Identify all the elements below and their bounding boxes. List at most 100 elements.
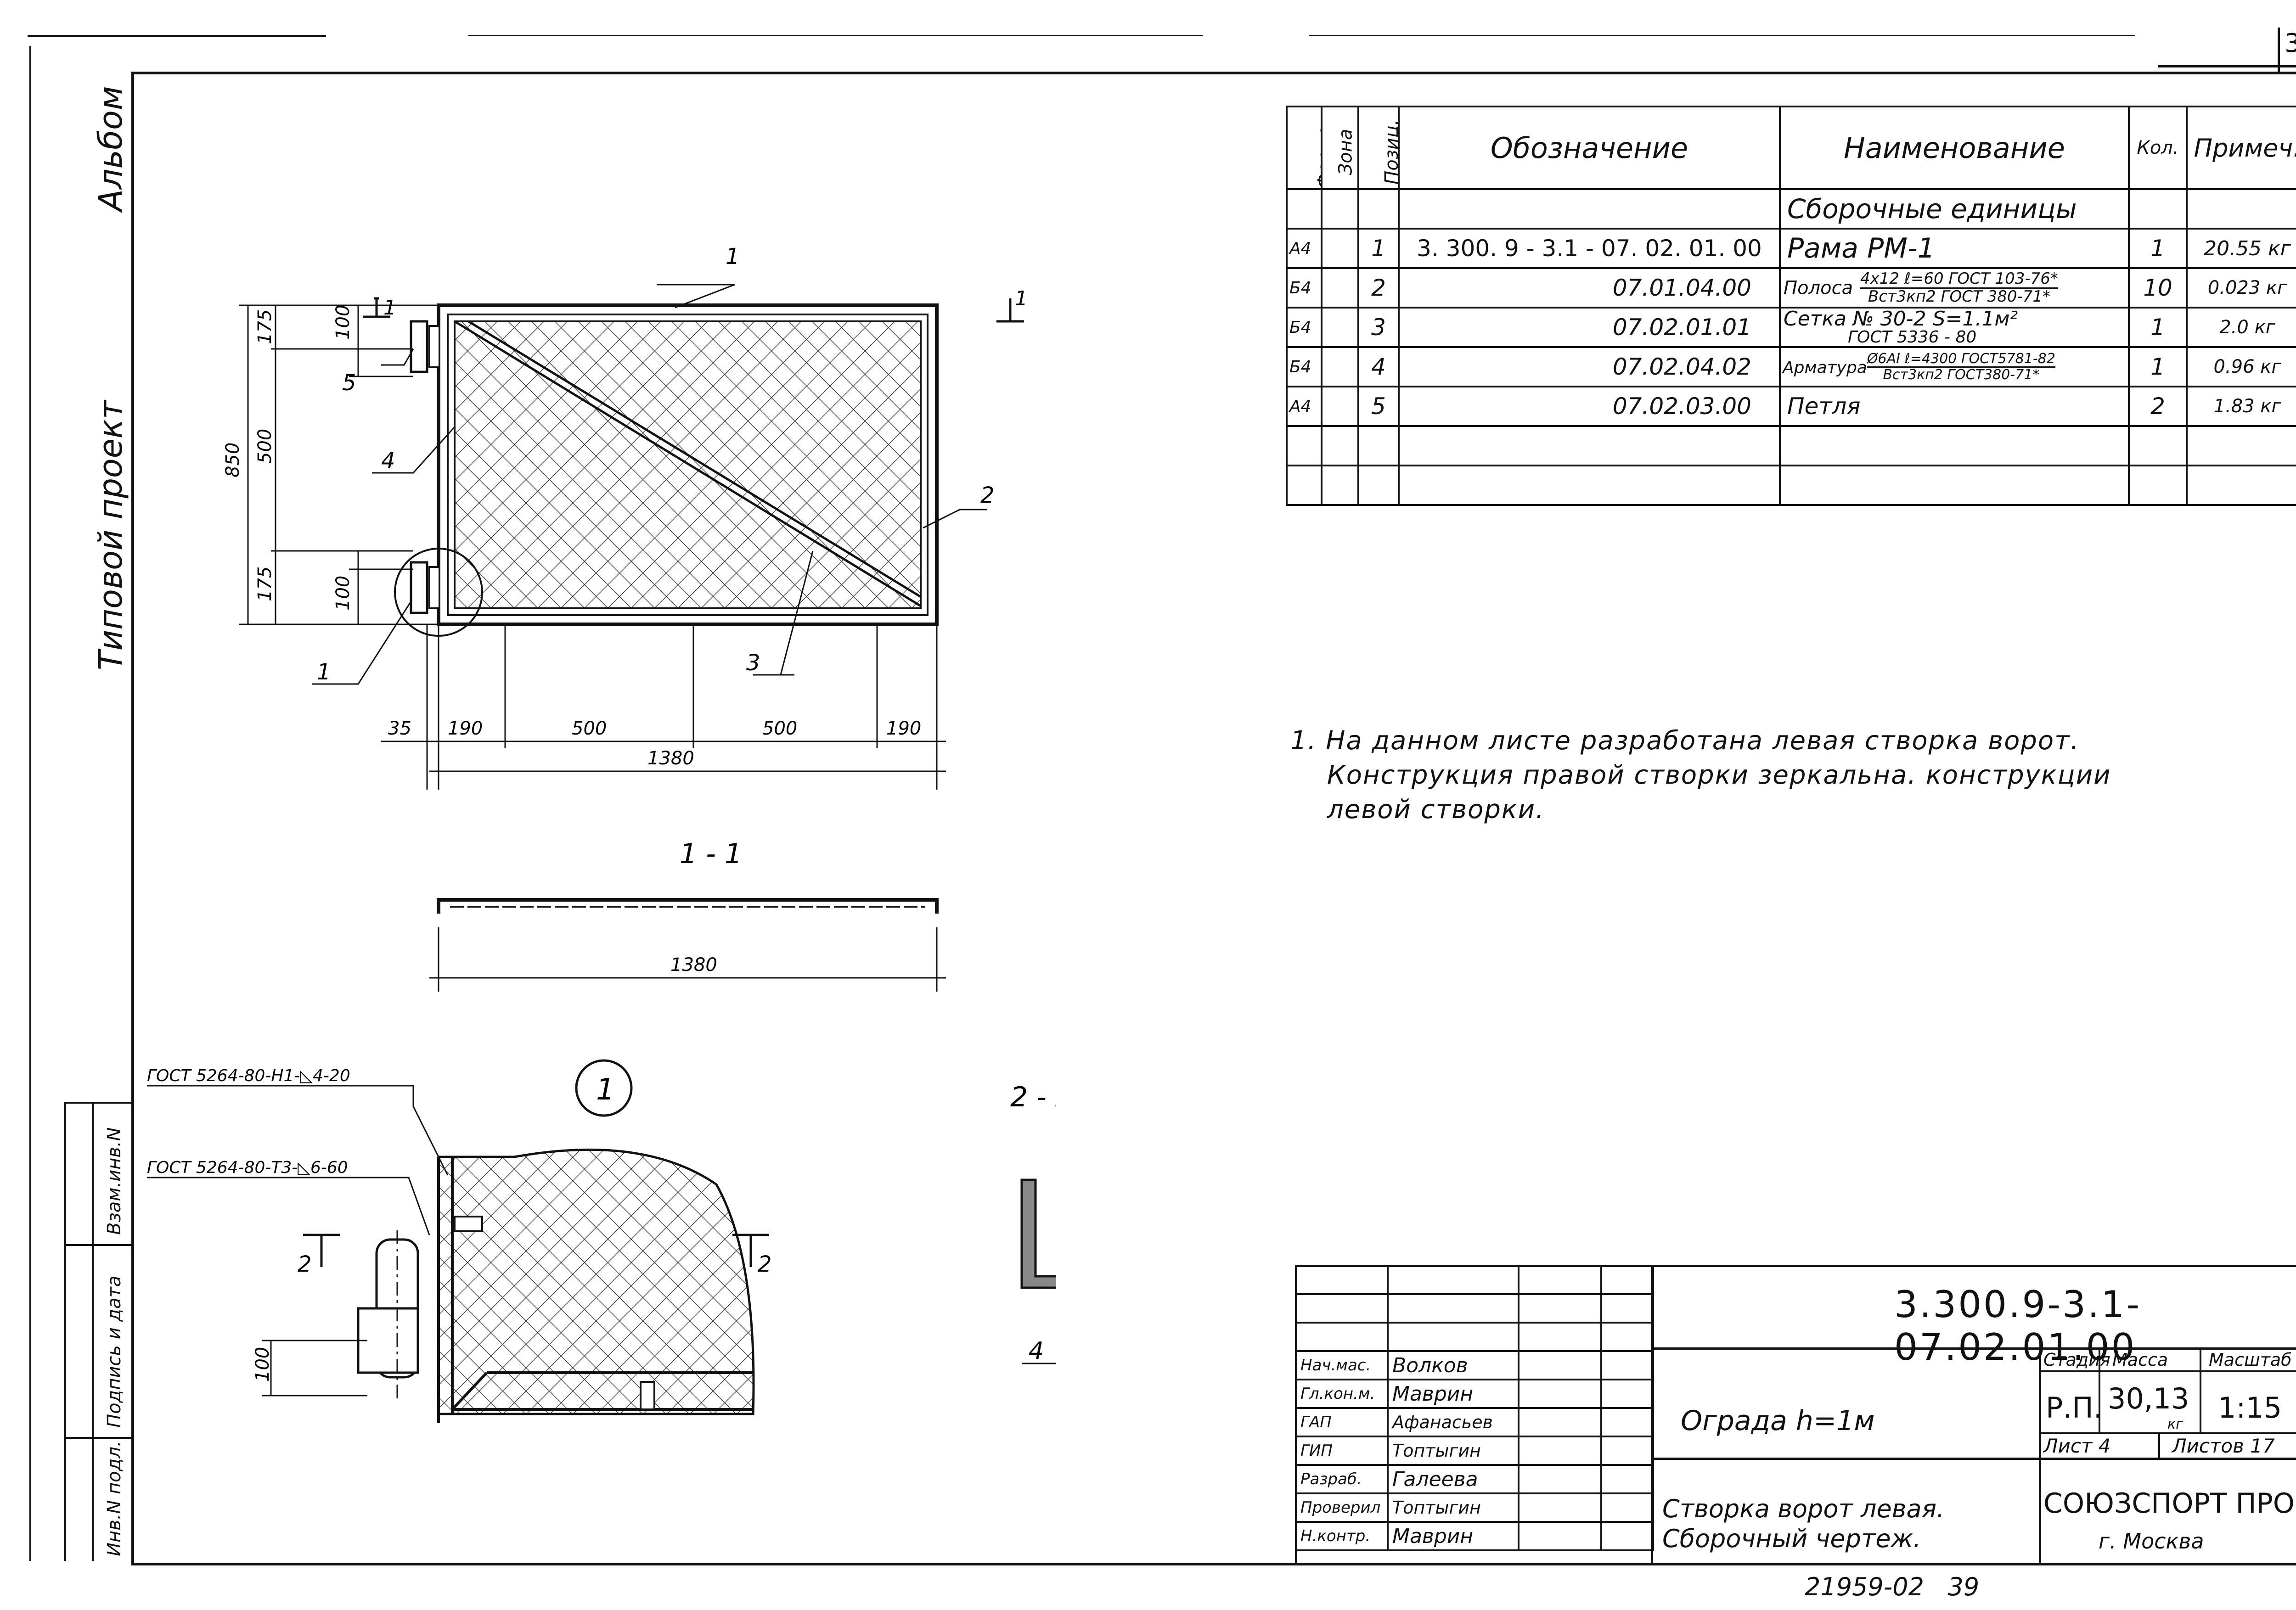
mass-value: 30,13 bbox=[2108, 1382, 2189, 1415]
organization-city: г. Москва bbox=[2099, 1529, 2204, 1554]
table-row: Б4 2 07.01.04.00 Полоса 4х12 ℓ=60 ГОСТ 1… bbox=[1286, 267, 2296, 309]
dim-h-1380: 1380 bbox=[647, 748, 694, 769]
dim-v-850: 850 bbox=[222, 443, 243, 477]
signature-row: Нач.мас.Волков bbox=[1295, 1350, 1654, 1380]
cut-2-left-label: 2 bbox=[298, 1251, 312, 1277]
side-stamp-top bbox=[64, 1102, 131, 1104]
detail-bolt-top bbox=[454, 1216, 483, 1232]
table-row: А4 5 07.02.03.00 Петля 2 1.83 кг bbox=[1286, 386, 2296, 427]
detail-mesh-outline bbox=[437, 1148, 755, 1415]
scale-label: Масштаб bbox=[2209, 1350, 2292, 1370]
top-edge-line-left bbox=[28, 35, 326, 37]
section-1-1-dim-text: 1380 bbox=[670, 954, 717, 976]
signature-row-empty bbox=[1295, 1293, 1654, 1324]
dim-h-500-right: 500 bbox=[762, 718, 797, 739]
note-line-3: левой створки. bbox=[1327, 795, 1545, 825]
dim-h-190-left: 190 bbox=[448, 718, 483, 739]
section-2-2-title: 2 - 2 bbox=[1010, 1081, 1056, 1113]
signature-row: Гл.кон.м.Маврин bbox=[1295, 1379, 1654, 1409]
title-block-object-bottom bbox=[1651, 1458, 2296, 1460]
detail-frame bbox=[437, 1157, 753, 1423]
callout-5: 5 bbox=[342, 370, 356, 396]
callout-1-bottom: 1 bbox=[317, 659, 331, 685]
detail-marker-number: 1 bbox=[596, 1073, 615, 1107]
gate-frame-outer bbox=[437, 303, 939, 626]
title-block-right-split bbox=[2039, 1347, 2041, 1563]
cut-label-1-left: 1 bbox=[383, 296, 396, 320]
vertical-dimension-lines bbox=[239, 304, 441, 625]
diagonal-brace bbox=[454, 320, 922, 607]
bottom-stamp-number: 21959-02 39 bbox=[1805, 1572, 1980, 1601]
cut-2-left-marker bbox=[303, 1234, 340, 1267]
hinge-bottom bbox=[410, 561, 428, 614]
title-block-sheet-col bbox=[2158, 1432, 2160, 1458]
col-zone-header: Зона bbox=[1321, 106, 1359, 190]
sheet-number-box-left bbox=[2278, 28, 2280, 73]
sheet-label: Лист 4 bbox=[2043, 1435, 2111, 1457]
title-block-stage-col1 bbox=[2099, 1347, 2100, 1432]
gost-weld-1: ГОСТ 5264-80-Н1-◺4-20 bbox=[147, 1066, 350, 1085]
callout-3: 3 bbox=[746, 650, 760, 676]
cut-label-1-right: 1 bbox=[1015, 287, 1028, 310]
top-edge-line-mid bbox=[468, 35, 1203, 36]
signature-row-empty bbox=[1295, 1322, 1654, 1352]
col-format-header: Формат bbox=[1286, 106, 1322, 190]
side-stamp-sep1 bbox=[64, 1244, 131, 1246]
side-stamp-box-2 bbox=[92, 1102, 94, 1561]
stage-value: Р.П. bbox=[2046, 1391, 2103, 1425]
title-object: Ограда h=1м bbox=[1681, 1405, 1875, 1437]
scale-value: 1:15 bbox=[2218, 1391, 2282, 1425]
stage-label: Стадия bbox=[2043, 1350, 2110, 1370]
dim-h-35: 35 bbox=[388, 718, 411, 739]
side-stamp-box bbox=[64, 1102, 66, 1561]
hinge-top bbox=[410, 320, 428, 373]
gost-weld-2: ГОСТ 5264-80-Т3-◺6-60 bbox=[147, 1158, 348, 1177]
title-designation: 3.300.9-3.1-07.02.01.00 bbox=[1894, 1283, 2142, 1369]
col-designation-header: Обозначение bbox=[1398, 106, 1781, 190]
col-name-header: Наименование bbox=[1779, 106, 2130, 190]
section-2-2-callout-4: 4 bbox=[1029, 1337, 1044, 1365]
dim-v-100-top: 100 bbox=[332, 305, 354, 340]
dim-v-100-bottom: 100 bbox=[332, 576, 354, 611]
horizontal-dimension-lines bbox=[381, 624, 946, 790]
dim-v-175-top: 175 bbox=[254, 309, 276, 344]
table-row-empty bbox=[1286, 465, 2296, 506]
title-sheet-name-1: Створка ворот левая. bbox=[1662, 1494, 1945, 1523]
detail-dim bbox=[262, 1340, 367, 1397]
cut-marker-1-left bbox=[363, 297, 390, 318]
gate-elevation-drawing: 100 175 500 175 100 850 35 190 500 500 1… bbox=[147, 244, 1056, 1423]
side-stamp-sep2 bbox=[64, 1437, 131, 1439]
spec-section-title: Сборочные единицы bbox=[1779, 188, 2130, 230]
gost-2-leader bbox=[147, 1177, 430, 1235]
signature-row: Н.контр.Маврин bbox=[1295, 1521, 1654, 1551]
cut-2-right-marker bbox=[732, 1234, 769, 1267]
cut-marker-1-right bbox=[996, 298, 1024, 323]
dim-h-500-left: 500 bbox=[572, 718, 607, 739]
note-line-1: 1. На данном листе разработана левая ств… bbox=[1290, 726, 2080, 756]
col-note-header: Примеч. bbox=[2186, 106, 2296, 190]
hinge-top-pin bbox=[428, 325, 440, 368]
section-2-2-leaders bbox=[1022, 1363, 1056, 1364]
hinge-bottom-pin bbox=[428, 566, 440, 609]
col-pos-header: Позиц. bbox=[1357, 106, 1400, 190]
organization-name: СОЮЗСПОРТ ПРОЕКТ bbox=[2043, 1487, 2296, 1520]
title-block-stage-row bbox=[2039, 1370, 2296, 1372]
section-1-1-title: 1 - 1 bbox=[680, 838, 742, 870]
detail-marker-circle bbox=[575, 1059, 633, 1117]
col-qty-header: Кол. bbox=[2128, 106, 2188, 190]
sheet-number: 38 bbox=[2285, 28, 2296, 58]
dim-h-190-right: 190 bbox=[886, 718, 921, 739]
cut-2-right-label: 2 bbox=[758, 1251, 772, 1277]
title-block-top bbox=[1295, 1265, 2296, 1267]
frame-bottom bbox=[131, 1563, 2296, 1565]
callout-leaders bbox=[312, 284, 987, 685]
signature-row: Разраб.Галеева bbox=[1295, 1464, 1654, 1494]
section-2-2-angle bbox=[1020, 1178, 1056, 1289]
dim-v-500: 500 bbox=[254, 429, 276, 464]
top-edge-line-right bbox=[1309, 35, 2135, 36]
sheets-label: Листов 17 bbox=[2172, 1435, 2275, 1457]
